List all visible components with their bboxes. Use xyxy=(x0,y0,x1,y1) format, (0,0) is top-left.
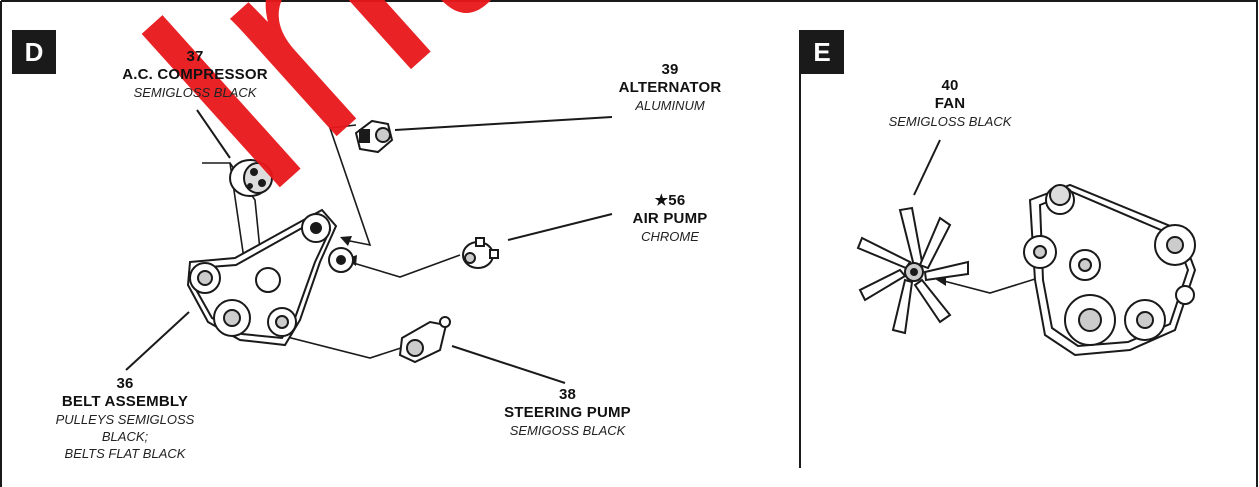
air-pump-drawing xyxy=(462,237,499,269)
panel-e-tag: E xyxy=(800,30,844,74)
part-finish-line: BLACK; xyxy=(101,429,149,444)
fan-drawing xyxy=(856,206,969,335)
part-finish: SEMIGOSS BLACK xyxy=(509,423,626,438)
part-finish: SEMIGLOSS BLACK xyxy=(133,85,257,100)
belt-assembly-drawing xyxy=(186,208,354,347)
engine-accessories-drawing xyxy=(1023,183,1197,357)
part-finish-line: BELTS FLAT BLACK xyxy=(64,446,186,461)
callout-air-pump: ★56 AIR PUMP CHROME xyxy=(595,192,745,245)
part-finish: SEMIGLOSS BLACK xyxy=(888,114,1012,129)
callout-steering-pump: 38 STEERING PUMP SEMIGOSS BLACK xyxy=(480,386,655,439)
part-number: ★56 xyxy=(654,192,686,209)
part-finish: CHROME xyxy=(641,229,699,244)
part-finish: ALUMINUM xyxy=(635,98,705,113)
part-number: 40 xyxy=(941,77,959,94)
part-name: AIR PUMP xyxy=(632,210,708,227)
part-finish-line: PULLEYS SEMIGLOSS xyxy=(55,412,195,427)
leader-lines xyxy=(125,109,941,384)
steering-pump-drawing xyxy=(398,316,451,364)
part-number: 38 xyxy=(558,386,577,403)
alternator-drawing xyxy=(354,119,394,154)
part-number: 37 xyxy=(186,48,204,65)
panel-d-tag: D xyxy=(12,30,56,74)
ac-compressor-drawing xyxy=(229,159,273,197)
part-name: FAN xyxy=(934,95,966,112)
part-name: STEERING PUMP xyxy=(504,404,631,421)
part-number: 39 xyxy=(661,61,679,78)
callout-belt-assembly: 36 BELT ASSEMBLY PULLEYS SEMIGLOSS BLACK… xyxy=(30,375,220,462)
callout-alternator: 39 ALTERNATOR ALUMINUM xyxy=(585,61,755,114)
callout-fan: 40 FAN SEMIGLOSS BLACK xyxy=(860,77,1040,130)
part-name: A.C. COMPRESSOR xyxy=(122,66,268,83)
part-number: 36 xyxy=(116,375,134,392)
callout-ac-compressor: 37 A.C. COMPRESSOR SEMIGLOSS BLACK xyxy=(100,48,290,101)
part-name: BELT ASSEMBLY xyxy=(61,393,189,410)
part-name: ALTERNATOR xyxy=(618,79,722,96)
